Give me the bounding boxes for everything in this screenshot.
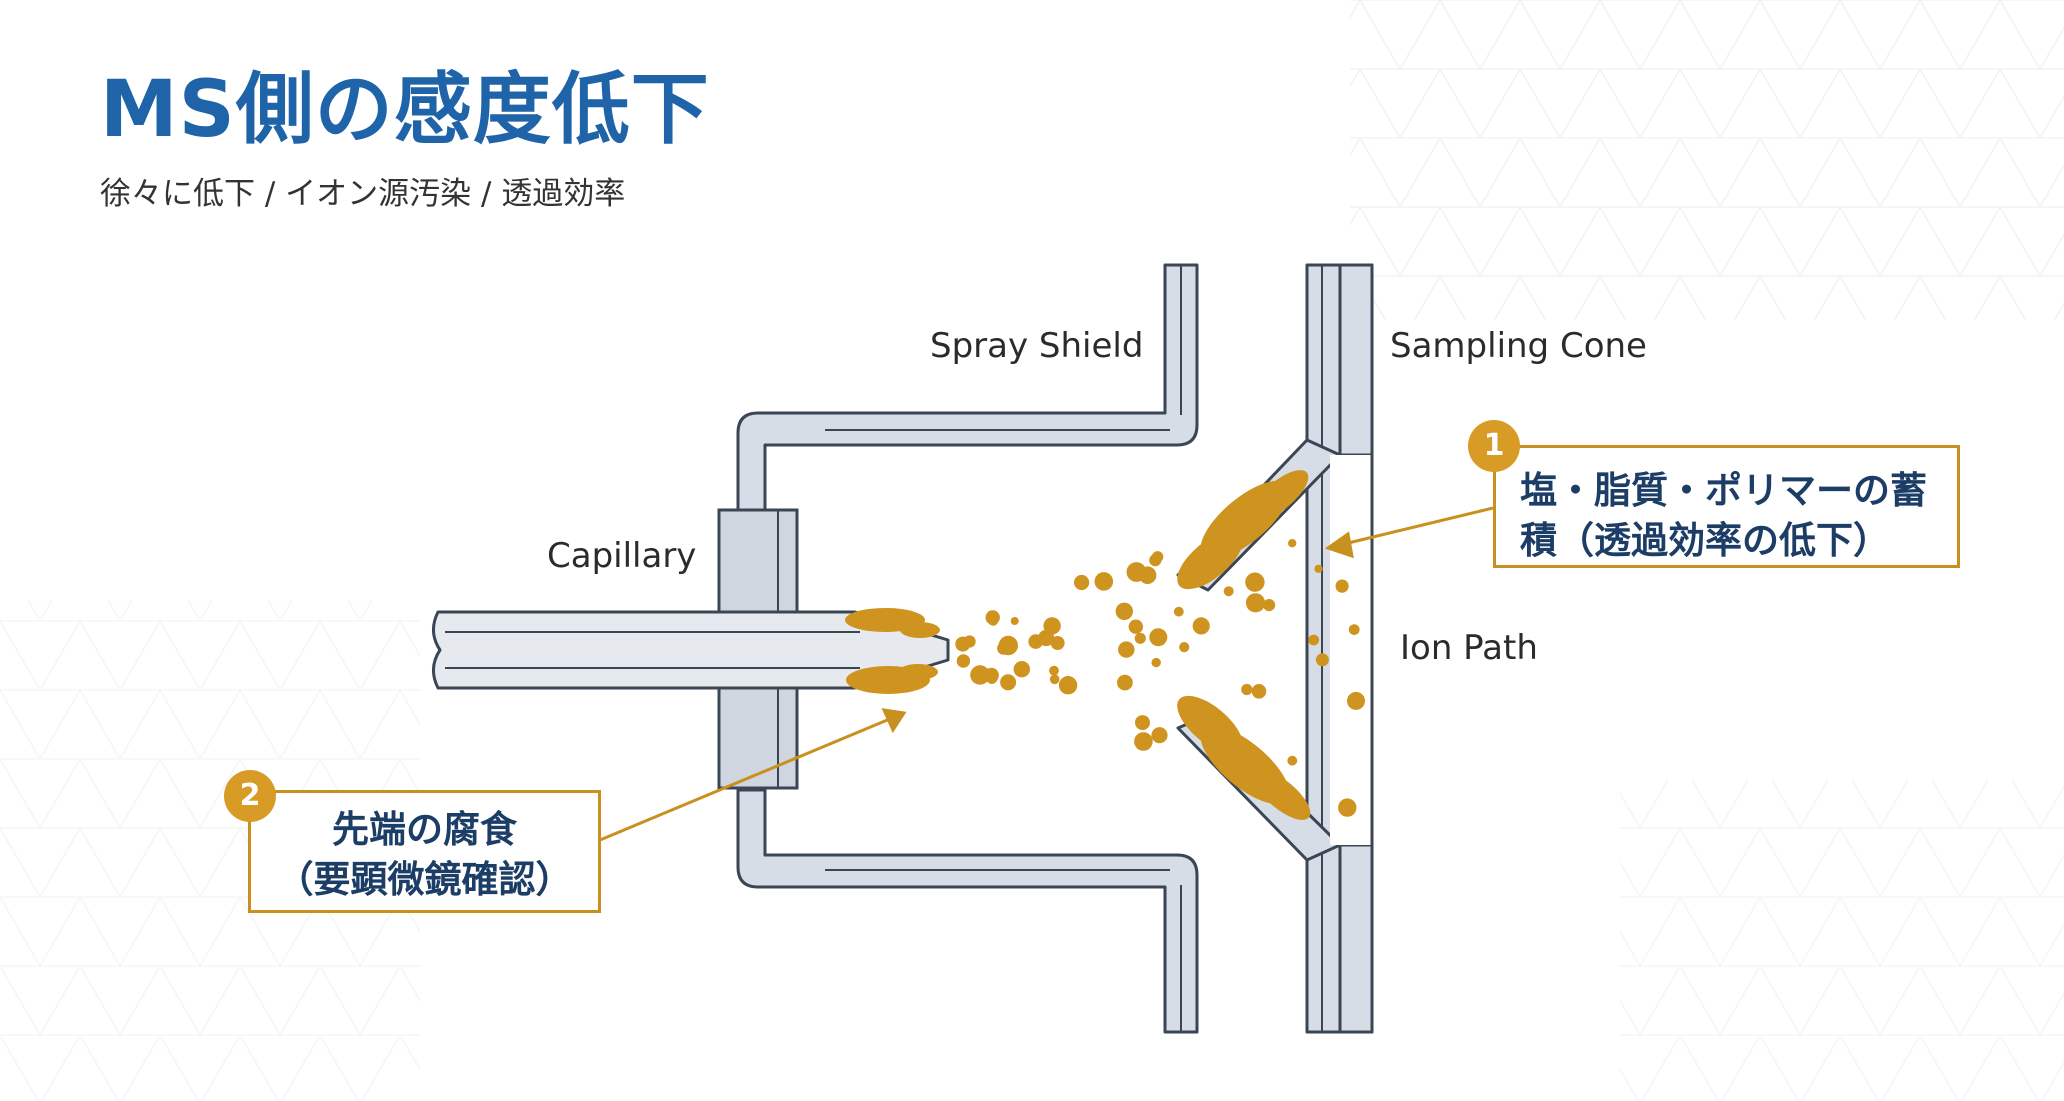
callout-1: 塩・脂質・ポリマーの蓄 積（透過効率の低下） <box>1493 445 1960 568</box>
droplet <box>1308 634 1320 646</box>
droplet <box>1338 798 1357 817</box>
ion-path-label: Ion Path <box>1400 628 1538 668</box>
page-title: MS側の感度低下 <box>100 65 710 155</box>
callout-2: 先端の腐食 （要顕微鏡確認） <box>248 790 601 913</box>
droplet <box>1314 564 1323 573</box>
callout-2-badge: 2 <box>224 770 276 822</box>
callout-1-badge: 1 <box>1468 420 1520 472</box>
droplet <box>1117 674 1133 691</box>
droplet <box>1348 624 1360 635</box>
droplet <box>1049 674 1060 685</box>
droplet <box>956 654 971 668</box>
droplet <box>1010 617 1019 625</box>
capillary-tube <box>432 610 950 690</box>
droplet <box>1203 539 1216 553</box>
droplet <box>1315 653 1329 667</box>
callout-1-line2: 積（透過効率の低下） <box>1520 518 1890 562</box>
droplet <box>1134 732 1153 751</box>
droplet <box>1128 619 1144 634</box>
droplet <box>1000 674 1017 691</box>
droplet <box>1134 632 1146 644</box>
droplet <box>1347 691 1365 710</box>
droplet <box>1216 531 1230 546</box>
droplet <box>1218 742 1230 754</box>
droplet <box>1074 574 1090 591</box>
droplet <box>1043 617 1061 635</box>
droplet <box>1149 628 1168 647</box>
droplet <box>1094 572 1114 591</box>
droplet <box>1173 606 1184 617</box>
droplet <box>1287 755 1298 766</box>
capillary-label: Capillary <box>547 536 697 576</box>
droplet <box>986 673 998 684</box>
droplet <box>1267 770 1283 785</box>
droplet <box>1151 727 1168 744</box>
sampling-cone-label: Sampling Cone <box>1390 326 1647 366</box>
callout-1-line1: 塩・脂質・ポリマーの蓄 <box>1520 469 1927 512</box>
droplet <box>1335 579 1349 593</box>
droplet <box>1151 657 1161 668</box>
droplet <box>1192 617 1210 635</box>
droplet <box>1118 641 1135 658</box>
callout-arrows <box>599 506 1494 842</box>
droplet <box>1149 554 1162 567</box>
droplet <box>1050 636 1065 650</box>
droplet <box>1215 549 1227 560</box>
spray-shield-label: Spray Shield <box>930 326 1144 366</box>
droplet <box>1223 586 1234 597</box>
page-subtitle: 徐々に低下 / イオン源汚染 / 透過効率 <box>100 176 626 212</box>
sampling-cone <box>1176 263 1374 1034</box>
droplet <box>1058 676 1078 695</box>
droplet <box>997 641 1011 655</box>
droplet <box>1263 599 1276 612</box>
droplet <box>1013 661 1030 678</box>
callout-2-line1: 先端の腐食 <box>332 808 517 851</box>
spray-shield-bottom <box>736 788 1199 1034</box>
droplet <box>970 665 990 685</box>
spray-shield-top <box>736 263 1199 512</box>
droplet <box>1115 602 1134 620</box>
droplet <box>1251 684 1267 699</box>
callout-2-line2: （要顕微鏡確認） <box>276 857 573 901</box>
spray-droplets <box>955 531 1365 817</box>
droplet <box>1049 665 1059 676</box>
droplet <box>1135 715 1150 731</box>
droplet <box>1245 593 1266 613</box>
droplet <box>1245 572 1265 592</box>
droplet <box>955 636 971 652</box>
droplet <box>1288 539 1297 548</box>
droplet <box>988 615 999 626</box>
droplet <box>1138 566 1157 584</box>
droplet <box>1241 683 1253 696</box>
droplet <box>1179 642 1190 653</box>
